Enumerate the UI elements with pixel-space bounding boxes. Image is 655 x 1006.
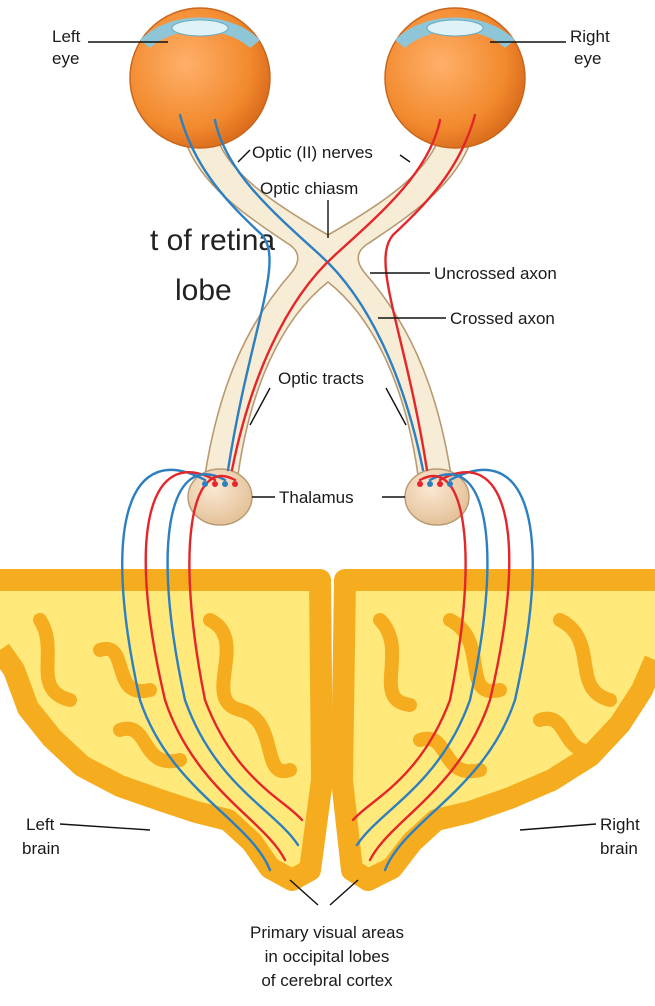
right-eye-label-2: eye [574, 49, 601, 68]
background-text-line2: lobe [175, 274, 232, 307]
primary-visual-areas-label-3: of cerebral cortex [261, 971, 393, 990]
left-brain-label-2: brain [22, 839, 60, 858]
left-eye-label-1: Left [52, 27, 81, 46]
optic-chiasm-label: Optic chiasm [260, 179, 358, 198]
thalamus-label: Thalamus [279, 488, 354, 507]
crossed-axon-label: Crossed axon [450, 309, 555, 328]
primary-visual-areas-label-1: Primary visual areas [250, 923, 404, 942]
right-brain-label-2: brain [600, 839, 638, 858]
optic-tracts-label: Optic tracts [278, 369, 364, 388]
primary-visual-areas-label-2: in occipital lobes [265, 947, 390, 966]
optic-nerves-label: Optic (II) nerves [252, 143, 373, 162]
right-eye [385, 8, 525, 148]
left-brain-label-1: Left [26, 815, 55, 834]
right-brain-label-1: Right [600, 815, 640, 834]
left-eye-label-2: eye [52, 49, 79, 68]
right-eye-label-1: Right [570, 27, 610, 46]
left-eye [130, 8, 270, 148]
left-brain-cortex [0, 580, 322, 880]
uncrossed-axon-label: Uncrossed axon [434, 264, 557, 283]
